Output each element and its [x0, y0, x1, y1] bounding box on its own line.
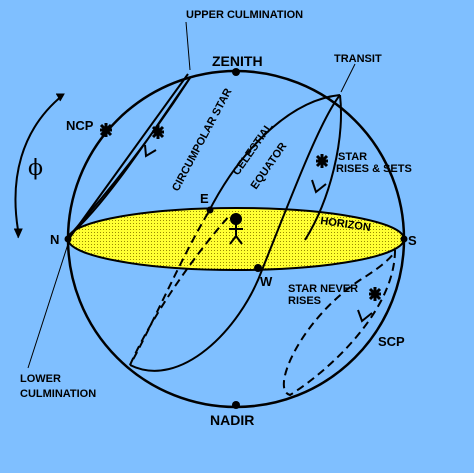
arrow-icon [14, 228, 23, 239]
nadir-label: NADIR [210, 412, 254, 428]
south-label: S [408, 233, 417, 248]
transit-pointer [340, 63, 356, 93]
lower-culmination-pointer [27, 243, 69, 369]
nadir-point [232, 401, 240, 409]
north-label: N [50, 232, 59, 247]
rises-sets-track [304, 94, 342, 241]
upper-culmination-label: UPPER CULMINATION [186, 9, 303, 21]
star-icon [368, 287, 382, 301]
latitude-arc [14, 94, 64, 231]
arrow-icon [56, 93, 65, 102]
never-rises-label-1: STAR NEVER [288, 283, 358, 295]
west-point [254, 264, 262, 272]
phi-label: ϕ [28, 156, 43, 181]
never-rises-label-2: RISES [288, 295, 321, 307]
south-point [400, 235, 408, 243]
east-label: E [200, 191, 209, 206]
zenith-point [232, 68, 240, 76]
circumpolar-orbit [69, 77, 191, 236]
star-rises-label: STAR [338, 151, 367, 163]
arrow-icon [311, 179, 327, 194]
arrow-icon [144, 144, 157, 158]
observer-icon [229, 213, 243, 245]
west-label: W [260, 274, 273, 289]
circumpolar-star-label: CIRCUMPOLAR STAR [170, 86, 234, 193]
upper-culmination-pointer [185, 21, 191, 71]
never-rises-track [282, 249, 396, 397]
celestial-equator-back-upper [207, 94, 341, 214]
scp-label: SCP [378, 334, 405, 349]
star-icon [99, 123, 113, 137]
celestial-equator-back [129, 212, 209, 366]
rises-sets-label: RISES & SETS [336, 163, 412, 175]
star-icon [315, 154, 329, 168]
arrow-icon [357, 309, 373, 323]
celestial-equator-front [129, 94, 341, 372]
rises-sets-track-back [129, 214, 231, 366]
star-icon [151, 125, 165, 139]
ncp-label: NCP [66, 118, 94, 133]
transit-label: TRANSIT [334, 53, 382, 65]
circumpolar-orbit-outer [67, 73, 189, 241]
east-point [206, 206, 214, 214]
north-point [64, 235, 72, 243]
lower-culmination-label-1: LOWER [20, 373, 61, 385]
lower-culmination-label-2: CULMINATION [20, 388, 96, 400]
zenith-label: ZENITH [212, 53, 263, 69]
